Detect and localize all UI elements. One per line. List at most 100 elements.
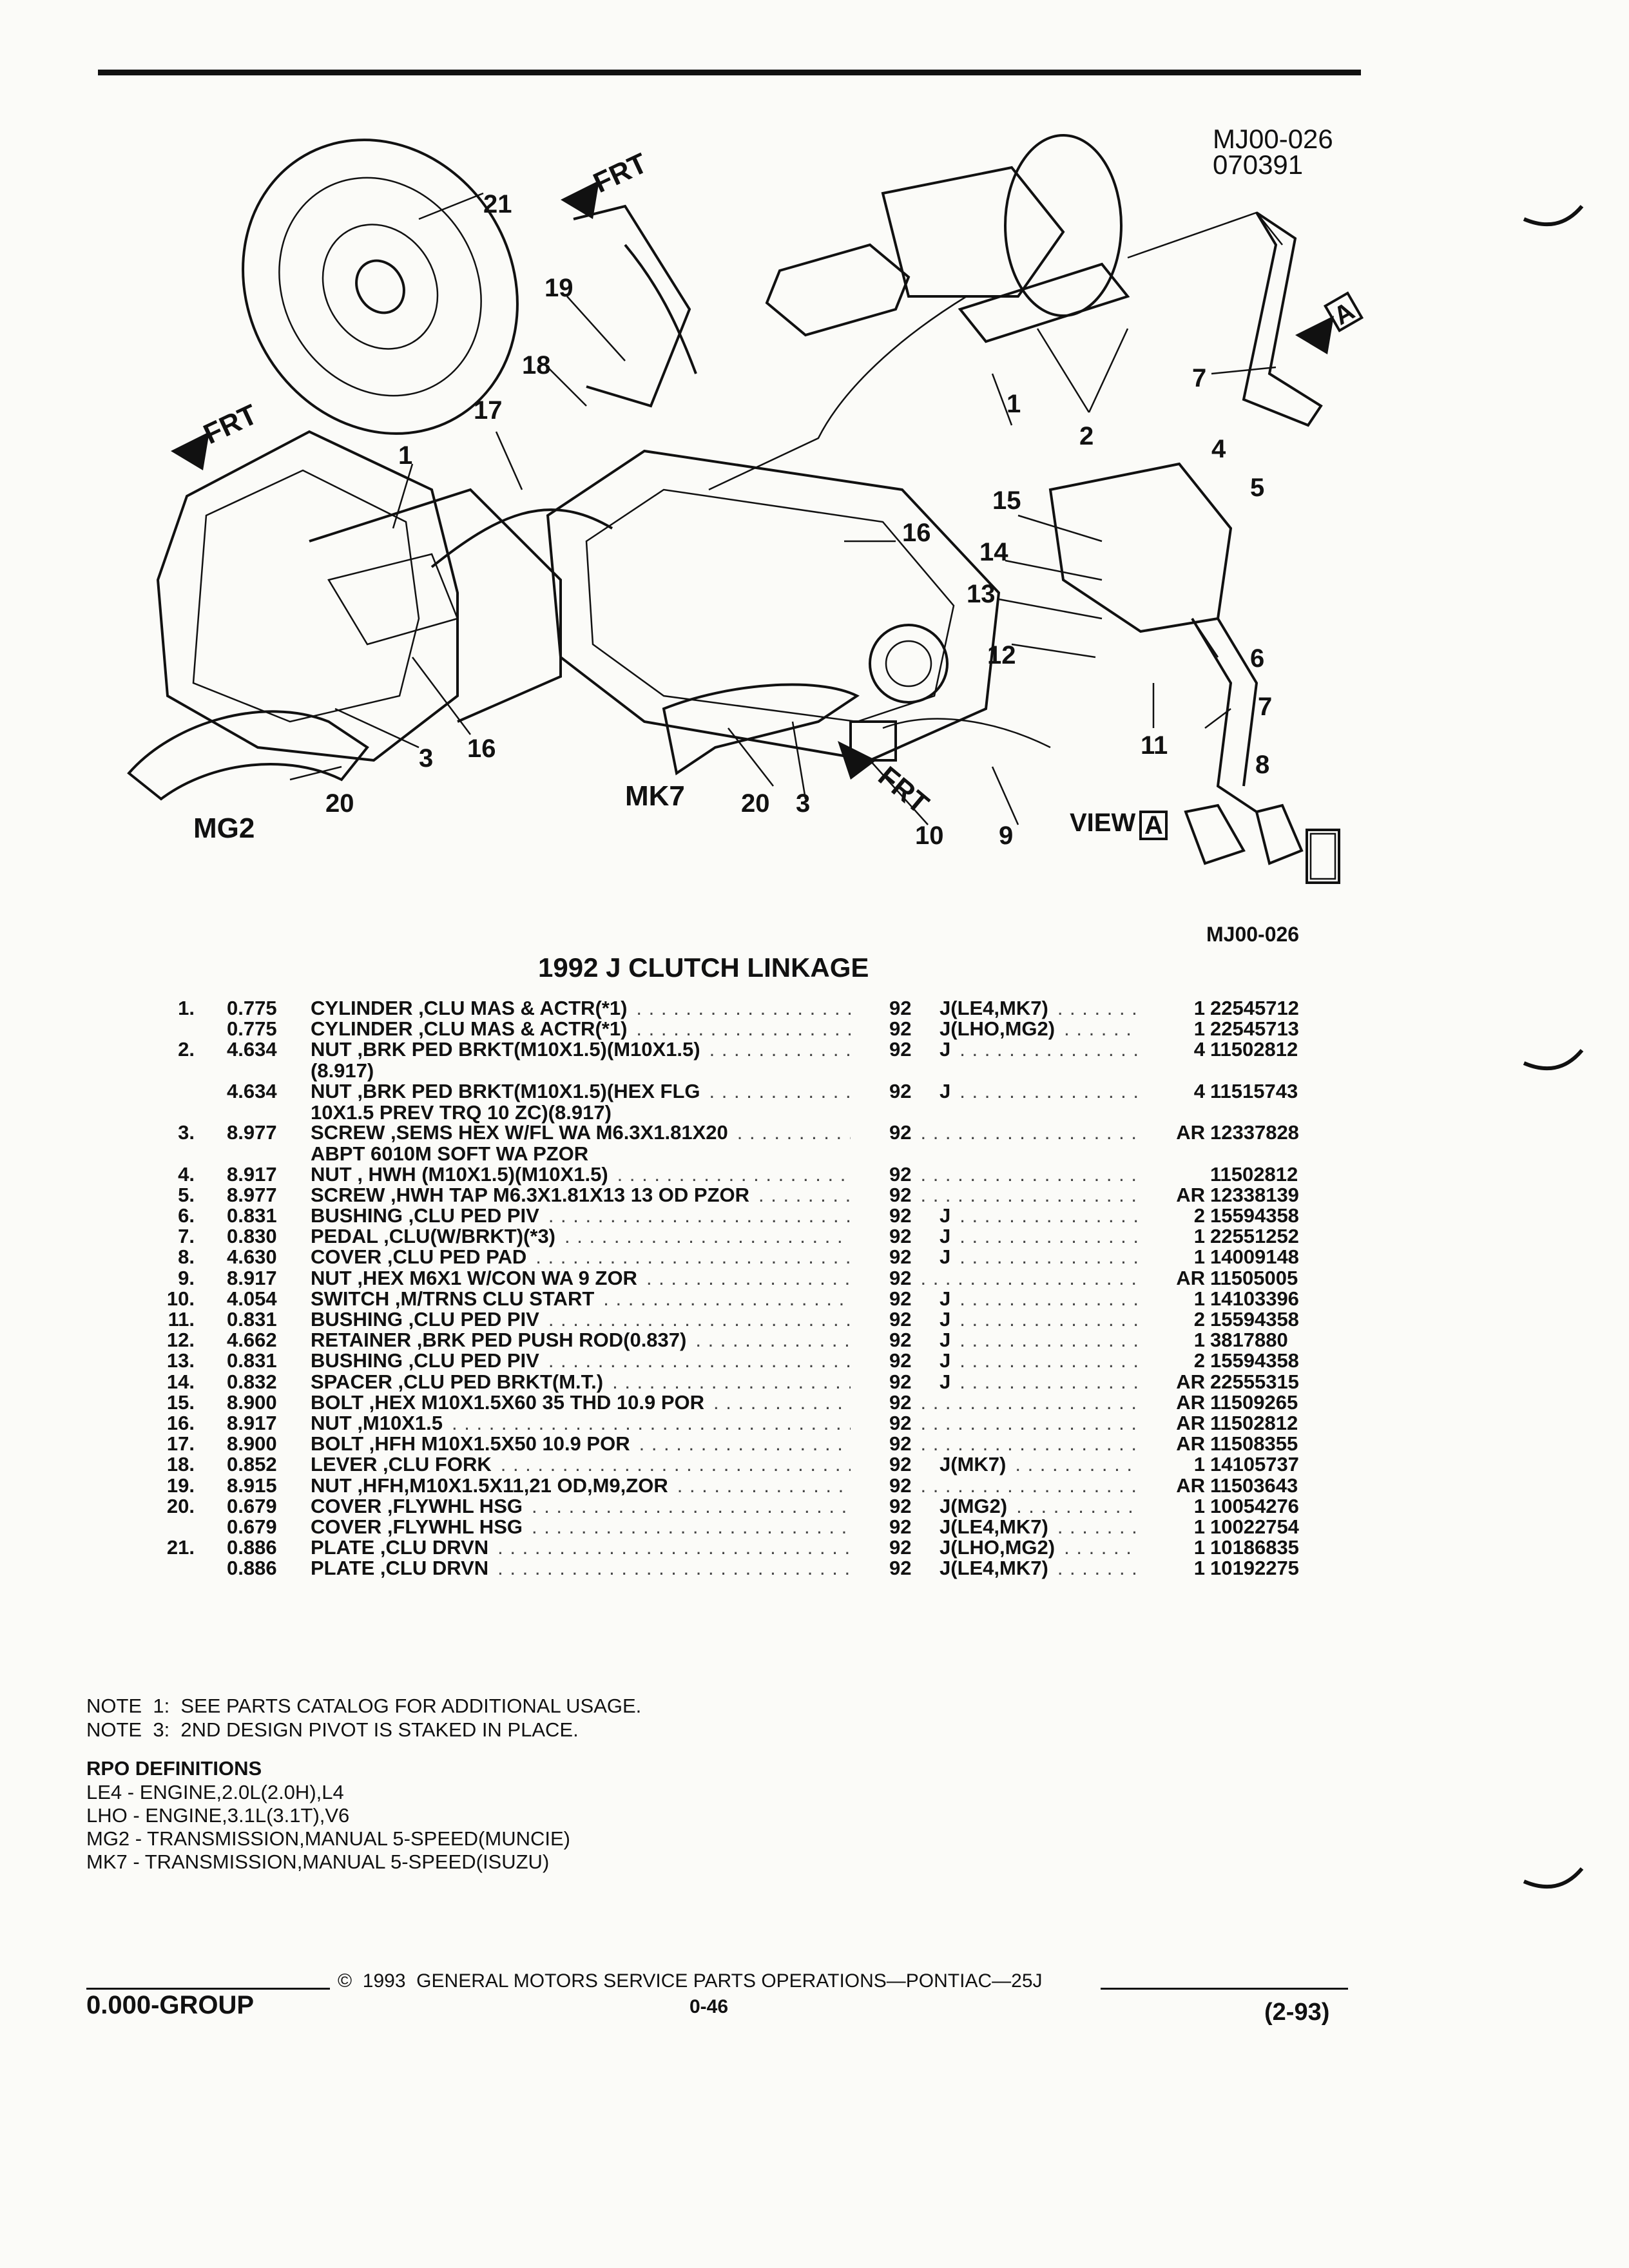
callout-13: 13 [967,580,996,608]
part-description: COVER ,FLYWHL HSG [311,1494,523,1517]
footer-group: 0.000-GROUP [86,1991,255,2019]
leader-dots: . . . . . . . . . . . . . . . . . . . . … [646,1267,851,1289]
part-description: CYLINDER ,CLU MAS & ACTR(*1) [311,1017,628,1041]
quantity: 1 [1193,1329,1205,1352]
callout-7b: 7 [1258,693,1272,721]
part-description: COVER ,CLU PED PAD [311,1245,527,1269]
page-title: 1992 J CLUTCH LINKAGE [538,952,869,983]
leader-dots: . . . . . . . . . . . . . . . . . . . . … [920,1474,1137,1496]
part-description: BOLT ,HEX M10X1.5X60 35 THD 10.9 POR [311,1390,705,1414]
group-number: 4.634 [227,1038,277,1061]
item-number: 20. [166,1494,195,1517]
quantity: 2 [1193,1204,1205,1227]
group-number: 4.662 [227,1329,277,1352]
application: J [940,1349,951,1372]
item-number: 15. [166,1390,195,1414]
model-year: 92 [889,1183,912,1206]
item-number: 4. [178,1162,195,1186]
quantity: AR [1176,1412,1205,1434]
part-number: 11502812 [1210,1038,1298,1061]
leader-dots: . . . . . . . . . . . . . . . . . . . . … [920,1267,1137,1289]
callout-5: 5 [1250,474,1264,502]
leader-dots: . . . . . . . . . . . . . . . . . . . . … [920,1122,1137,1144]
quantity: 1 [1193,1536,1205,1559]
application: J(MG2) [940,1494,1008,1517]
group-number: 8.977 [227,1121,277,1144]
callout-3a: 3 [419,744,433,773]
callout-15: 15 [992,486,1021,515]
front-arrow-icon: FRT [171,398,262,470]
quantity: AR [1176,1474,1205,1497]
leader-dots: . . . . . . . . . . . . . . . . . . . . … [959,1350,1139,1372]
clutch-disc-drawing [242,139,519,435]
callout-11: 11 [1141,731,1168,760]
model-year: 92 [889,1432,912,1456]
callout-1b: 1 [1007,390,1021,418]
model-year: 92 [889,1308,912,1331]
part-description: CYLINDER ,CLU MAS & ACTR(*1) [311,997,628,1019]
part-number: 11503643 [1210,1474,1298,1497]
mk7-label: MK7 [625,780,685,812]
rpo-item: MG2 - TRANSMISSION,MANUAL 5-SPEED(MUNCIE… [86,1827,570,1850]
view-a-arrow-icon: A [1295,291,1364,354]
callout-4: 4 [1211,435,1226,463]
front-arrow-icon: FRT [561,147,652,219]
callout-14: 14 [979,538,1008,566]
callout-21: 21 [483,190,512,218]
item-number: 7. [178,1225,195,1248]
group-number: 4.630 [227,1245,277,1269]
group-number: 0.775 [227,997,277,1019]
exploded-view-diagram: FRT FRT FRT A MG2 MK7 VIEW A 21 19 18 17… [127,134,1364,884]
part-number: 10054276 [1210,1494,1299,1517]
group-number: 8.977 [227,1183,277,1206]
part-description-continued: (8.917) [311,1059,374,1082]
leader-dots: . . . . . . . . . . . . . . . . . . . . … [1057,1516,1138,1537]
part-description: NUT ,BRK PED BRKT(M10X1.5)(M10X1.5) [311,1038,700,1061]
quantity: AR [1176,1266,1205,1289]
part-description: NUT ,HEX M6X1 W/CON WA 9 ZOR [311,1266,637,1289]
group-number: 0.831 [227,1349,277,1372]
model-year: 92 [889,1390,912,1414]
application: J(LE4,MK7) [940,997,1048,1019]
flywheel-cover-mk7-drawing [662,683,860,776]
leader-dots: . . . . . . . . . . . . . . . . . . . . … [959,1309,1139,1330]
group-number: 8.917 [227,1162,277,1186]
leader-dots: . . . . . . . . . . . . . . . . . . . . … [737,1122,851,1144]
item-number: 21. [166,1536,195,1559]
leader-dots: . . . . . . . . . . . . . . . . . . . . … [713,1391,851,1413]
application: J [940,1329,951,1352]
quantity: 1 [1193,1225,1205,1248]
quantity: 4 [1193,1079,1205,1102]
callout-20a: 20 [325,789,354,818]
callout-7a: 7 [1192,364,1206,392]
callout-6: 6 [1250,644,1264,673]
group-number: 0.679 [227,1515,277,1538]
group-number: 8.915 [227,1474,277,1497]
quantity: AR [1176,1432,1205,1456]
group-number: 0.830 [227,1225,277,1248]
part-description: PLATE ,CLU DRVN [311,1557,489,1580]
part-number: 22545712 [1210,997,1299,1019]
part-number: 11515743 [1210,1079,1298,1102]
model-year: 92 [889,1017,912,1041]
part-number: 22555315 [1210,1370,1299,1393]
diagram-id-bottom: MJ00-026 [1206,923,1300,946]
part-number: 11505005 [1210,1266,1298,1289]
quantity: 2 [1193,1349,1205,1372]
master-cylinder-drawing [708,134,1283,491]
leader-dots: . . . . . . . . . . . . . . . . . . . . … [920,1391,1137,1413]
part-description: BUSHING ,CLU PED PIV [311,1204,539,1227]
callout-9: 9 [999,822,1013,850]
part-description: PLATE ,CLU DRVN [311,1536,489,1559]
model-year: 92 [889,1453,912,1476]
group-number: 8.917 [227,1412,277,1434]
rpo-item: LHO - ENGINE,3.1L(3.1T),V6 [86,1804,350,1827]
callout-3b: 3 [796,789,810,818]
callout-16b: 16 [467,735,496,763]
